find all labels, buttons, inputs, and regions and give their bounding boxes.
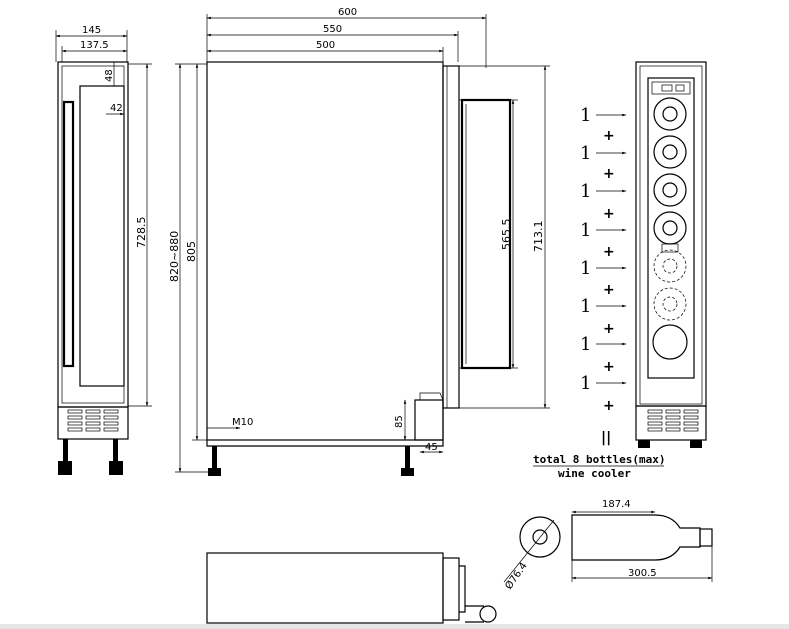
dim-handle-565-5: 565.5 (500, 219, 513, 251)
dim-front-42: 42 (110, 103, 123, 114)
front-view: 145 137.5 48 42 728.5 (55, 25, 152, 475)
dim-front-width-145: 145 (82, 25, 101, 36)
dim-bottle-187-4: 187.4 (602, 499, 631, 510)
bottle-detail: Ø76.4 187.4 300.5 (503, 499, 713, 592)
equals-sign: || (601, 430, 611, 446)
plus-6: + (603, 321, 615, 337)
dim-m10: M10 (232, 417, 253, 428)
bottle-term-8: 1 (580, 373, 591, 394)
plus-4: + (603, 244, 615, 260)
dim-height-805: 805 (185, 241, 198, 262)
bottle-count-equation: 1 1 1 1 1 1 1 1 + + + + + + + + || (580, 105, 627, 446)
caption: total 8 bottles(max) wine cooler (533, 453, 665, 480)
bottle-term-5: 1 (580, 258, 591, 279)
plus-3: + (603, 206, 615, 222)
caption-line-2: wine cooler (558, 467, 631, 480)
dim-45: 45 (425, 442, 438, 453)
dim-bottle-diameter: Ø76.4 (503, 560, 530, 592)
dim-depth-600: 600 (338, 7, 357, 18)
dim-door-713-1: 713.1 (532, 221, 545, 253)
bottle-term-4: 1 (580, 220, 591, 241)
dim-front-width-137-5: 137.5 (80, 40, 109, 51)
bottom-bar (0, 624, 789, 629)
caption-line-1: total 8 bottles(max) (533, 453, 665, 466)
bottle-term-7: 1 (580, 334, 591, 355)
dim-depth-550: 550 (323, 24, 342, 35)
plus-2: + (603, 166, 615, 182)
side-view: 600 550 500 820~880 805 565.5 713.1 (168, 7, 550, 476)
dim-bottle-300-5: 300.5 (628, 568, 657, 579)
plus-8: + (603, 398, 615, 414)
dim-depth-500: 500 (316, 40, 335, 51)
dim-85: 85 (394, 415, 405, 428)
plus-5: + (603, 282, 615, 298)
bottle-term-1: 1 (580, 105, 591, 126)
plus-1: + (603, 128, 615, 144)
top-view (206, 552, 497, 624)
front-view-bottles (635, 61, 707, 448)
bottle-term-3: 1 (580, 181, 591, 202)
bottle-term-6: 1 (580, 296, 591, 317)
bottle-term-2: 1 (580, 143, 591, 164)
dim-height-820-880: 820~880 (168, 231, 181, 282)
plus-7: + (603, 359, 615, 375)
dim-front-48: 48 (104, 69, 115, 82)
dim-front-height-728-5: 728.5 (135, 217, 148, 249)
